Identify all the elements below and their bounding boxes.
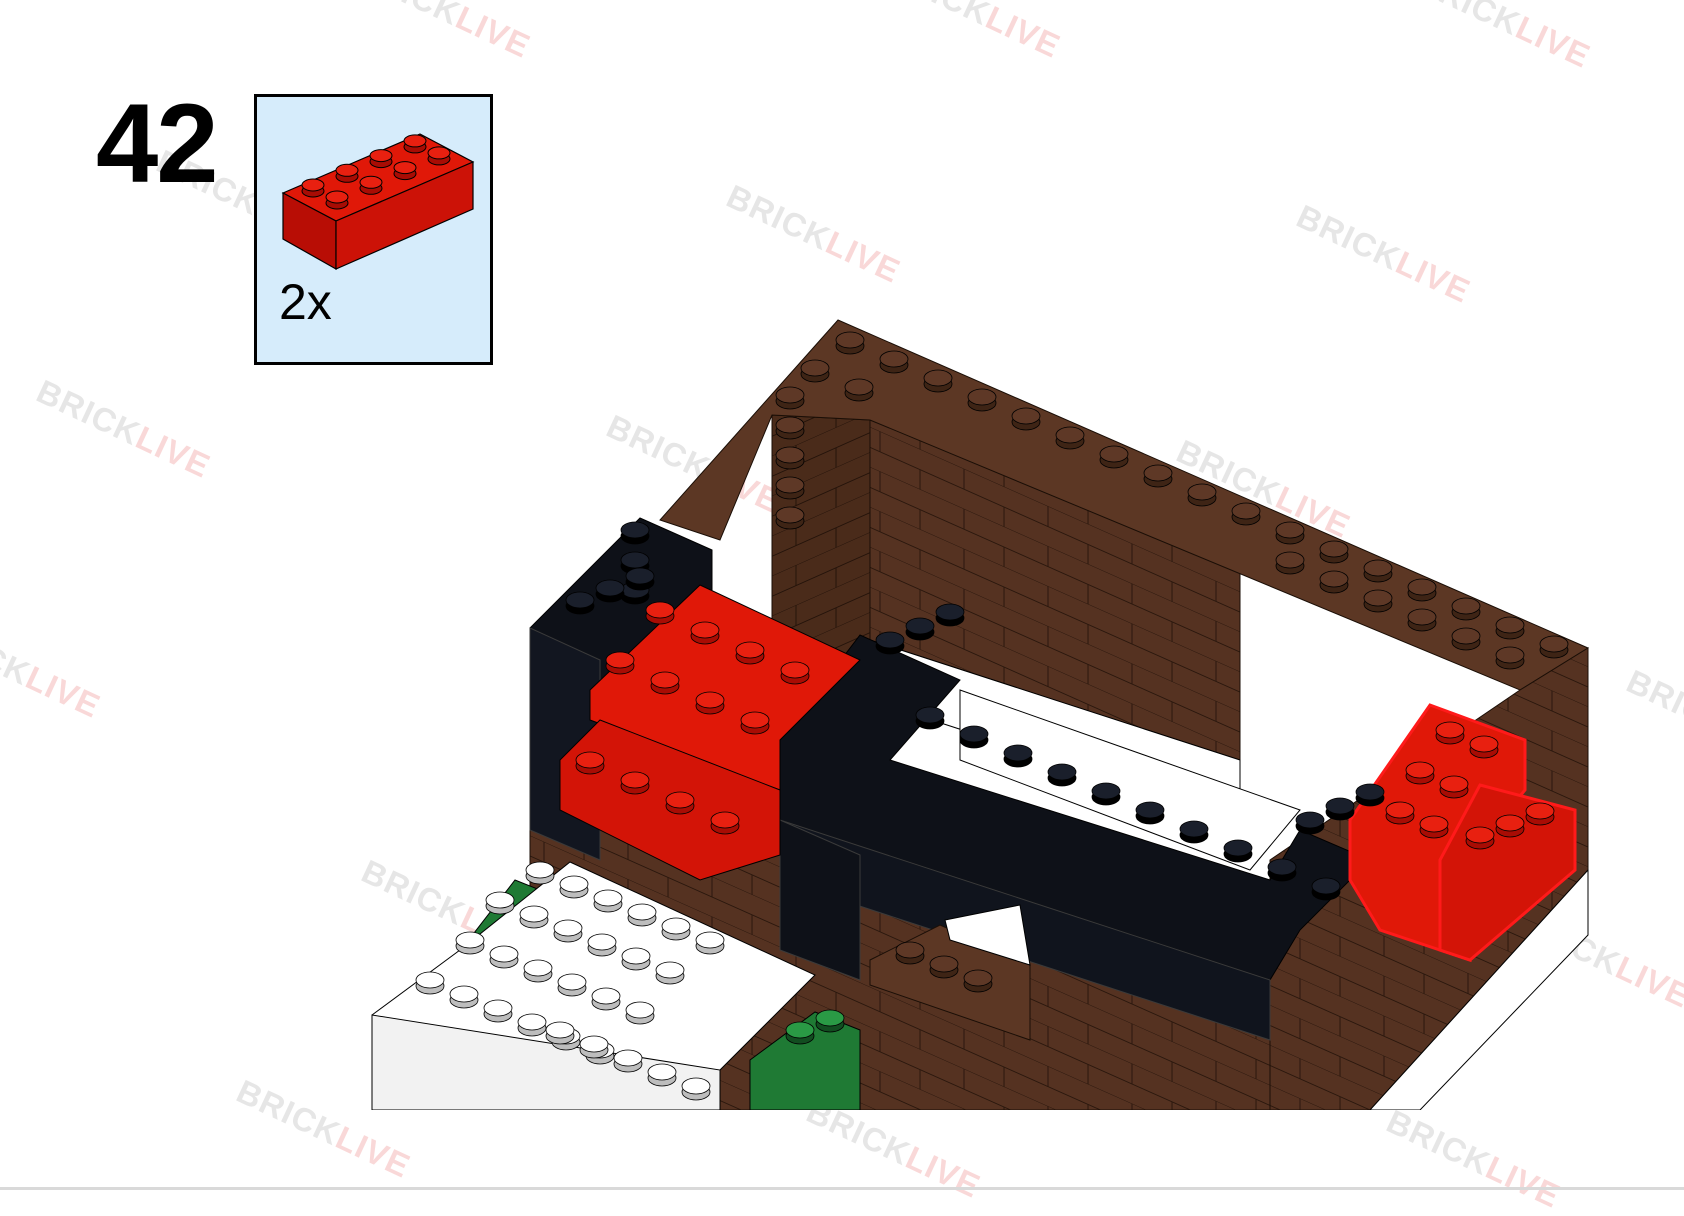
- red-brick-2x4-icon: [281, 133, 475, 271]
- white-base-right: [1369, 868, 1589, 1110]
- part-quantity: 2x: [279, 274, 332, 330]
- parts-list-callout: 2x: [254, 94, 493, 365]
- step-number: 42: [96, 81, 219, 206]
- white-floor-plate: [959, 689, 1301, 871]
- black-column: [779, 819, 861, 981]
- footer-rule: [0, 1187, 1684, 1190]
- red-brick-upper: [589, 584, 861, 791]
- model-illustration: [371, 319, 1590, 1110]
- green-plate-right: [749, 1011, 861, 1110]
- watermark: BRICKLIVE: [1381, 1102, 1567, 1215]
- white-window-gap: [944, 904, 1031, 966]
